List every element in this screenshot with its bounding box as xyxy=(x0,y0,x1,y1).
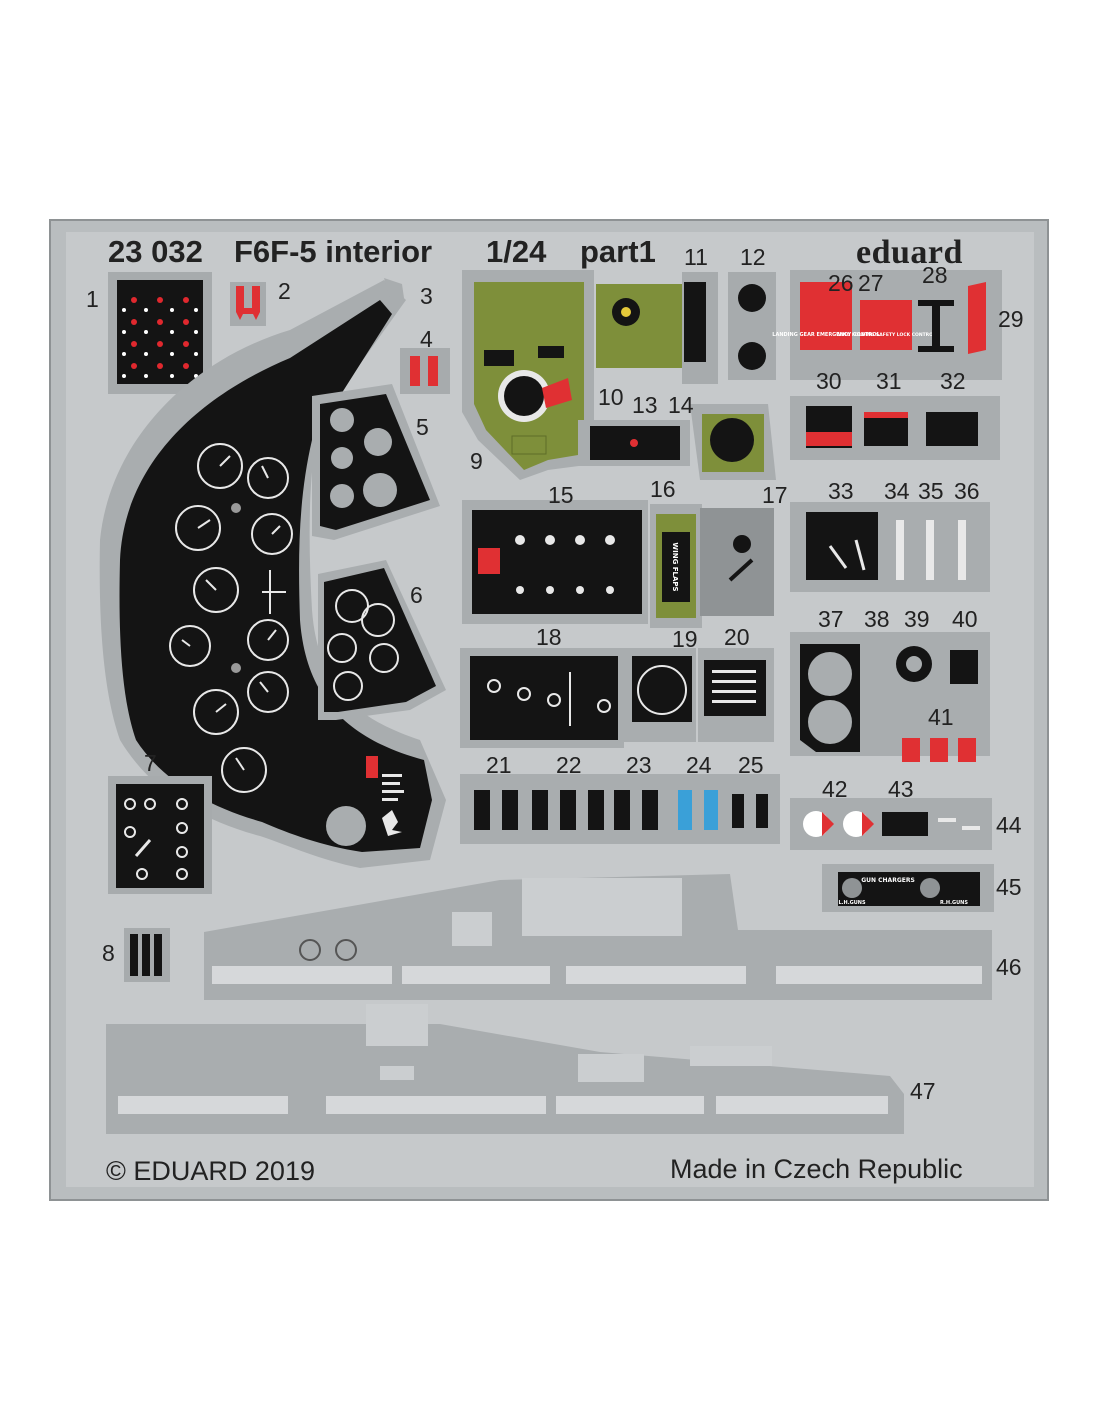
part-18-panel xyxy=(460,648,624,748)
part-number: 21 xyxy=(486,752,512,778)
part-number: 15 xyxy=(548,482,574,508)
part-number: 17 xyxy=(762,482,788,508)
part-1-light-panel xyxy=(108,272,212,394)
part-number: 42 xyxy=(822,776,848,802)
part-3-strip xyxy=(384,278,404,304)
part-number: 44 xyxy=(996,812,1022,838)
sheet-scale: 1/24 xyxy=(486,234,547,269)
part-number: 11 xyxy=(684,244,708,270)
part-4-small-red xyxy=(400,348,450,394)
lh-guns-label: L.H.GUNS xyxy=(838,900,866,906)
part-number: 33 xyxy=(828,478,854,504)
part-number: 31 xyxy=(876,368,902,394)
part-13-panel xyxy=(578,420,690,466)
part-number: 32 xyxy=(940,368,966,394)
rh-guns-label: R.H.GUNS xyxy=(940,900,968,906)
landing-gear-placard: LANDING GEAR EMERGENCY CONTROL xyxy=(772,332,880,338)
main-instrument-panel xyxy=(99,280,447,868)
part-number: 10 xyxy=(598,384,624,410)
part-number: 4 xyxy=(420,326,433,352)
part-number: 43 xyxy=(888,776,914,802)
part-number: 16 xyxy=(650,476,676,502)
part-45-gun-chargers: GUN CHARGERS L.H.GUNS R.H.GUNS xyxy=(822,864,994,912)
part-6-side-panel xyxy=(318,560,446,720)
part-number: 7 xyxy=(144,750,157,776)
part-number: 38 xyxy=(864,606,890,632)
part-16-wing-flaps: WING FLAPS xyxy=(650,504,702,628)
part-12-gauges xyxy=(728,272,776,380)
part-number: 28 xyxy=(922,262,948,288)
part-number: 46 xyxy=(996,954,1022,980)
part-number: 25 xyxy=(738,752,764,778)
part-20-panel xyxy=(698,648,774,742)
sheet-part: part1 xyxy=(580,234,656,269)
part-number: 35 xyxy=(918,478,944,504)
parts-26-29-red-placards: LANDING GEAR EMERGENCY CONTROL WING FOLD… xyxy=(772,270,1002,380)
part-number: 8 xyxy=(102,940,115,966)
part-9-green-panel xyxy=(462,270,594,480)
part-number: 36 xyxy=(954,478,980,504)
part-number: 26 xyxy=(828,270,854,296)
parts-21-25-switch-tabs xyxy=(460,774,780,844)
part-17-gray-panel xyxy=(700,508,774,616)
part-14-gauge-panel xyxy=(690,404,776,480)
part-number: 12 xyxy=(740,244,766,270)
part-2-red-clip xyxy=(230,282,266,326)
part-number: 22 xyxy=(556,752,582,778)
parts-37-41-panel xyxy=(790,632,990,762)
part-number: 5 xyxy=(416,414,429,440)
part-number: 19 xyxy=(672,626,698,652)
part-number: 18 xyxy=(536,624,562,650)
part-number: 29 xyxy=(998,306,1024,332)
part-number: 9 xyxy=(470,448,483,474)
parts-33-36-panel xyxy=(790,502,990,592)
part-5-side-panel xyxy=(312,384,440,540)
part-10-green-panel xyxy=(596,284,690,368)
part-number: 27 xyxy=(858,270,884,296)
part-19-gauge xyxy=(624,648,696,742)
sheet-code: 23 032 xyxy=(108,234,203,269)
parts-42-44-knobs xyxy=(790,798,992,850)
part-number: 6 xyxy=(410,582,423,608)
part-47-floor-panel xyxy=(106,1004,904,1134)
part-number: 20 xyxy=(724,624,750,650)
part-number: 24 xyxy=(686,752,712,778)
part-15-switch-panel xyxy=(462,500,648,624)
wing-flaps-label: WING FLAPS xyxy=(671,542,679,591)
part-number: 40 xyxy=(952,606,978,632)
wing-folding-placard: WING FOLDING SAFETY LOCK CONTROL xyxy=(836,332,936,338)
part-number: 1 xyxy=(86,286,99,312)
part-46-floor-panel xyxy=(204,874,992,1000)
part-number: 23 xyxy=(626,752,652,778)
part-number: 14 xyxy=(668,392,694,418)
part-number: 45 xyxy=(996,874,1022,900)
part-8-small-tabs xyxy=(124,928,170,982)
part-number: 3 xyxy=(420,283,433,309)
part-11-strip xyxy=(682,272,718,384)
part-number: 2 xyxy=(278,278,291,304)
parts-30-32-placards xyxy=(790,396,1000,460)
part-number: 30 xyxy=(816,368,842,394)
part-number: 47 xyxy=(910,1078,936,1104)
part-number: 37 xyxy=(818,606,844,632)
sheet-title: F6F-5 interior xyxy=(234,234,433,269)
gun-chargers-label: GUN CHARGERS xyxy=(861,877,915,884)
origin-text: Made in Czech Republic xyxy=(670,1154,963,1184)
part-7-control-box xyxy=(108,776,212,894)
part-number: 41 xyxy=(928,704,954,730)
part-number: 13 xyxy=(632,392,658,418)
copyright-text: © EDUARD 2019 xyxy=(106,1156,315,1186)
part-number: 39 xyxy=(904,606,930,632)
brand-logo-text: eduard xyxy=(856,234,963,271)
part-number: 34 xyxy=(884,478,910,504)
